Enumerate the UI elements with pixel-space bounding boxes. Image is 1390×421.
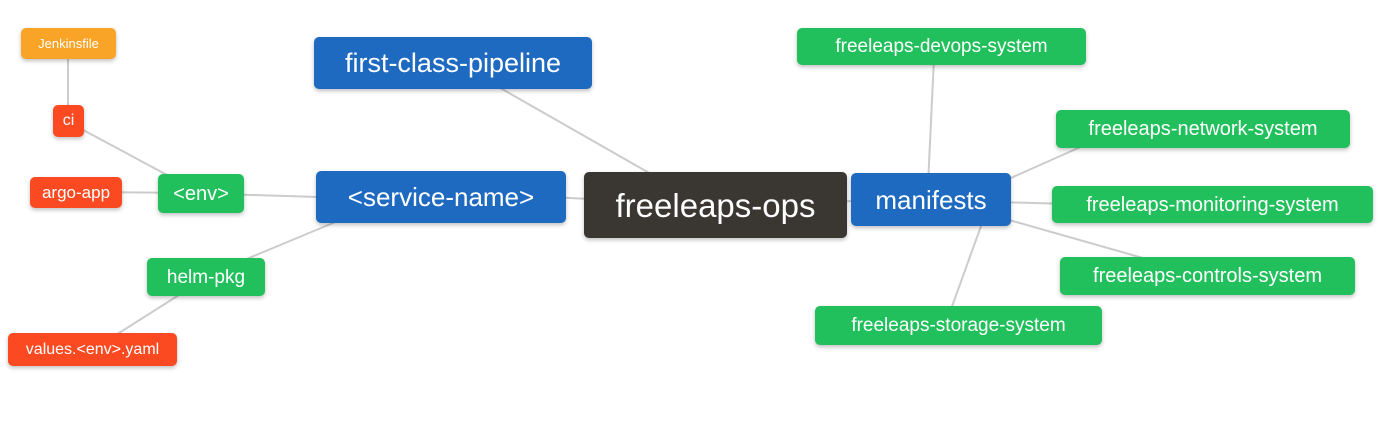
node-argo-app[interactable]: argo-app (30, 177, 122, 208)
edge-line (107, 287, 191, 341)
node-helm-pkg[interactable]: helm-pkg (147, 258, 265, 296)
node-freeleaps-monitoring-system[interactable]: freeleaps-monitoring-system (1052, 186, 1373, 223)
edge-line (494, 84, 666, 183)
node-first-class-pipeline[interactable]: first-class-pipeline (314, 37, 592, 89)
node-manifests[interactable]: manifests (851, 173, 1011, 226)
node-freeleaps-controls-system[interactable]: freeleaps-controls-system (1060, 257, 1355, 295)
node-jenkinsfile[interactable]: Jenkinsfile (21, 28, 116, 59)
node-service-name[interactable]: <service-name> (316, 171, 566, 223)
edge-line (949, 214, 986, 313)
node-freeleaps-storage-system[interactable]: freeleaps-storage-system (815, 306, 1102, 345)
node-freeleaps-network-system[interactable]: freeleaps-network-system (1056, 110, 1350, 148)
edge-line (994, 215, 1151, 261)
node-env[interactable]: <env> (158, 174, 244, 213)
node-freeleaps-ops[interactable]: freeleaps-ops (584, 172, 847, 238)
node-ci[interactable]: ci (53, 105, 84, 137)
node-values-env-yaml[interactable]: values.<env>.yaml (8, 333, 177, 366)
edge-line (927, 57, 935, 186)
node-freeleaps-devops-system[interactable]: freeleaps-devops-system (797, 28, 1086, 65)
